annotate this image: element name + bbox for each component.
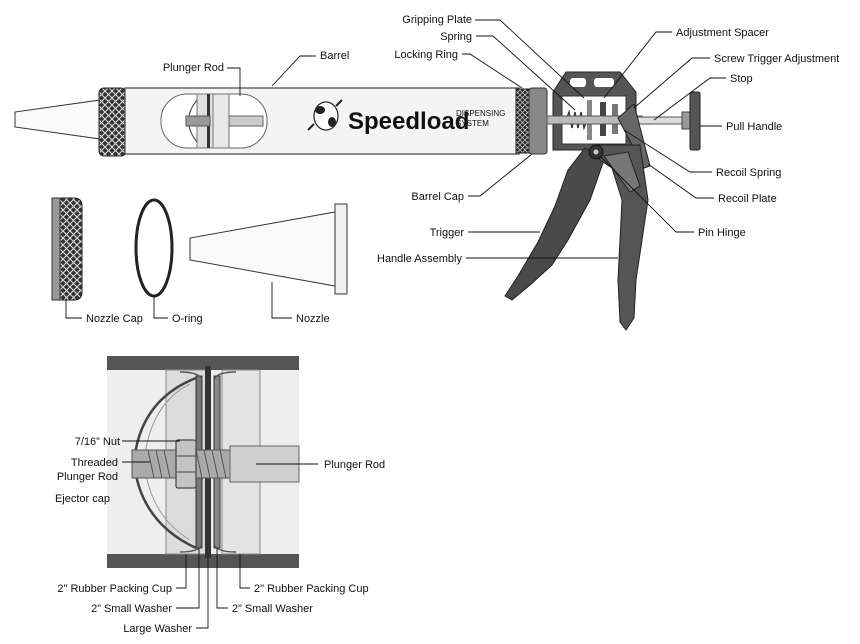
detail-barrel-bottom-wall [107, 554, 299, 568]
label-o-ring: O-ring [172, 313, 203, 325]
label-threaded-2: Plunger Rod [57, 471, 118, 483]
rear-rod [635, 116, 689, 125]
assembled-gun: Speedload DISPENSING SYSTEM [14, 71, 701, 331]
label-handle-assembly: Handle Assembly [377, 253, 462, 265]
label-threaded-1: Threaded [71, 457, 118, 469]
plunger-detail [107, 356, 300, 568]
label-spring: Spring [440, 31, 472, 43]
leader-lines-middle [65, 282, 292, 319]
leader-lines-bottom [122, 440, 318, 629]
label-recoil-plate: Recoil Plate [718, 193, 777, 205]
nozzle-tip [14, 99, 101, 140]
o-ring-part [134, 198, 174, 298]
label-screw-trigger-adjustment: Screw Trigger Adjustment [714, 53, 839, 65]
logo-sub-2: SYSTEM [456, 119, 489, 128]
leader-lines-top [227, 19, 726, 259]
label-large-washer: Large Washer [123, 623, 192, 635]
plunger-mini [185, 93, 264, 149]
label-recoil-spring: Recoil Spring [716, 167, 781, 179]
nozzle-cap-knurl [98, 87, 127, 157]
label-small-washer-right: 2” Small Washer [232, 603, 313, 615]
label-ejector-cap: Ejector cap [55, 493, 110, 505]
label-small-washer-left: 2” Small Washer [91, 603, 172, 615]
label-nozzle-cap: Nozzle Cap [86, 313, 143, 325]
labels-top: Plunger Rod Barrel Gripping Plate Spring… [163, 14, 840, 265]
label-pin-hinge: Pin Hinge [698, 227, 746, 239]
label-adjustment-spacer: Adjustment Spacer [676, 27, 769, 39]
label-detail-plunger-rod: Plunger Rod [324, 459, 385, 471]
label-rubber-cup-right: 2" Rubber Packing Cup [254, 583, 369, 595]
label-barrel-cap: Barrel Cap [411, 191, 464, 203]
rod-nut [681, 111, 691, 130]
label-gripping-plate: Gripping Plate [402, 14, 472, 26]
label-plunger-rod: Plunger Rod [163, 62, 224, 74]
labels-middle: Nozzle Cap O-ring Nozzle [86, 313, 330, 325]
nozzle-part [189, 211, 336, 287]
label-rubber-cup-left: 2" Rubber Packing Cup [57, 583, 172, 595]
logo-mascot [307, 99, 343, 131]
logo-sub-1: DISPENSING [456, 109, 505, 118]
logo-word: Speedload [348, 108, 469, 135]
label-stop: Stop [730, 73, 753, 85]
locking-ring-knurl [515, 88, 530, 154]
loose-parts [51, 197, 348, 301]
labels-bottom: 7/16” Nut Threaded Plunger Rod Ejector c… [55, 436, 385, 635]
label-locking-ring: Locking Ring [394, 49, 458, 61]
label-nut: 7/16” Nut [75, 436, 120, 448]
frame [546, 71, 643, 151]
label-pull-handle: Pull Handle [726, 121, 782, 133]
detail-barrel-top-wall [107, 356, 299, 370]
barrel-cap [528, 87, 548, 155]
nut [175, 439, 197, 489]
label-nozzle: Nozzle [296, 313, 330, 325]
label-barrel: Barrel [320, 50, 349, 62]
pull-handle [689, 91, 701, 151]
trigger [504, 147, 605, 301]
label-trigger: Trigger [430, 227, 465, 239]
